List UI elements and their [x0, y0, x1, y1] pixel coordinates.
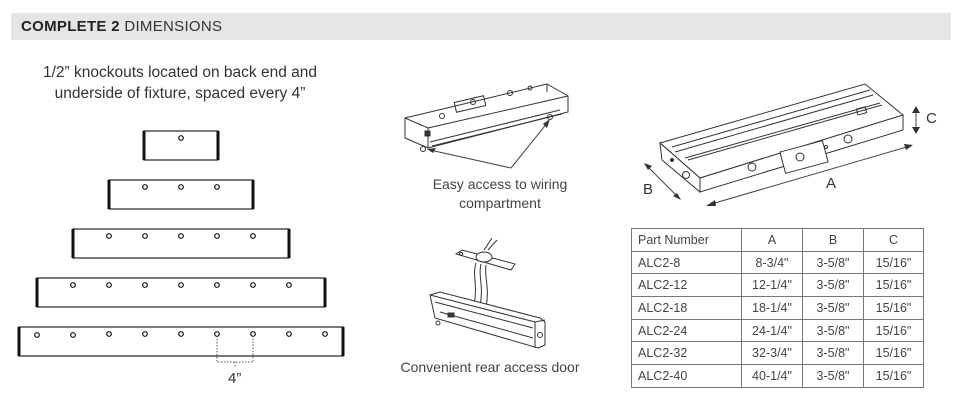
- knockout-hole: [178, 135, 184, 141]
- cell-part-number: ALC2-12: [631, 273, 742, 298]
- section-header-bar: [11, 13, 951, 40]
- dimension-label-c: C: [926, 110, 937, 127]
- cell-part-number: ALC2-18: [631, 296, 742, 320]
- knockout-hole: [70, 282, 76, 288]
- fixture-bar: [107, 179, 255, 210]
- cell-a: 32-3/4": [741, 341, 803, 366]
- cell-c: 15/16": [863, 318, 924, 343]
- cell-part-number: ALC2-32: [631, 341, 742, 366]
- spacing-bracket: [216, 336, 254, 368]
- knockout-hole: [214, 184, 220, 190]
- dimension-illustration: [644, 83, 920, 206]
- table-header-row: Part Number A B C: [631, 228, 924, 252]
- fixture-bar: [17, 326, 345, 357]
- knockout-hole: [178, 233, 184, 239]
- fixture-bar: [142, 130, 220, 161]
- cell-b: 3-5/8": [802, 273, 864, 298]
- wiring-caption: Easy access to wiring compartment: [400, 175, 600, 213]
- knockout-spacing-label: 4”: [228, 370, 242, 387]
- cell-b: 3-5/8": [802, 341, 864, 366]
- cell-b: 3-5/8": [802, 318, 864, 343]
- knockout-hole: [250, 282, 256, 288]
- knockout-hole: [178, 282, 184, 288]
- header-b: B: [802, 228, 864, 252]
- knockout-note: 1/2” knockouts located on back end and u…: [20, 62, 340, 104]
- rear-access-door-illustration: [429, 237, 546, 349]
- cell-a: 8-3/4": [741, 250, 803, 275]
- cell-b: 3-5/8": [802, 296, 864, 320]
- knockout-hole: [142, 233, 148, 239]
- knockout-hole: [250, 233, 256, 239]
- cell-a: 40-1/4": [741, 364, 803, 388]
- knockout-hole: [142, 331, 148, 337]
- knockout-hole: [286, 331, 292, 337]
- knockout-hole: [106, 331, 112, 337]
- knockout-fixture-diagrams: [17, 130, 345, 368]
- fixture-outline: [108, 179, 254, 210]
- section-title-bold: COMPLETE 2: [21, 18, 120, 35]
- knockout-hole: [250, 331, 256, 337]
- cell-b: 3-5/8": [802, 364, 864, 388]
- cell-part-number: ALC2-40: [631, 364, 742, 388]
- fixture-bar: [71, 228, 291, 259]
- knockout-hole: [214, 282, 220, 288]
- cell-c: 15/16": [863, 250, 924, 275]
- knockout-hole: [322, 331, 328, 337]
- knockout-hole: [70, 332, 76, 338]
- cell-a: 24-1/4": [741, 318, 803, 343]
- knockout-hole: [106, 282, 112, 288]
- section-title-light: DIMENSIONS: [124, 18, 223, 35]
- cell-c: 15/16": [863, 273, 924, 298]
- fixture-outline: [143, 130, 219, 161]
- cell-c: 15/16": [863, 341, 924, 366]
- header-part-number: Part Number: [631, 228, 742, 252]
- cell-a: 12-1/4": [741, 273, 803, 298]
- cell-c: 15/16": [863, 364, 924, 388]
- knockout-hole: [142, 184, 148, 190]
- knockout-hole: [178, 184, 184, 190]
- knockout-hole: [106, 233, 112, 239]
- cell-b: 3-5/8": [802, 250, 864, 275]
- knockout-hole: [214, 233, 220, 239]
- knockout-hole: [214, 331, 220, 337]
- dimension-label-a: A: [826, 175, 837, 192]
- header-c: C: [863, 228, 924, 252]
- section-title: COMPLETE 2 DIMENSIONS: [21, 18, 222, 35]
- cell-part-number: ALC2-24: [631, 318, 742, 343]
- header-a: A: [741, 228, 803, 252]
- wiring-caption-line1: Easy access to wiring: [432, 176, 568, 192]
- cell-c: 15/16": [863, 296, 924, 320]
- dimension-label-b: B: [643, 181, 654, 198]
- wiring-caption-line2: compartment: [459, 195, 541, 211]
- knockout-hole: [34, 332, 40, 338]
- knockout-hole: [178, 331, 184, 337]
- fixture-bar: [35, 277, 327, 308]
- knockout-hole: [286, 282, 292, 288]
- knockout-hole: [142, 282, 148, 288]
- cell-a: 18-1/4": [741, 296, 803, 320]
- cell-part-number: ALC2-8: [631, 250, 742, 275]
- wiring-compartment-illustration: [404, 83, 569, 169]
- rear-door-caption: Convenient rear access door: [400, 359, 580, 375]
- knockout-note-line2: underside of fixture, spaced every 4”: [54, 85, 306, 102]
- knockout-note-line1: 1/2” knockouts located on back end and: [42, 64, 318, 81]
